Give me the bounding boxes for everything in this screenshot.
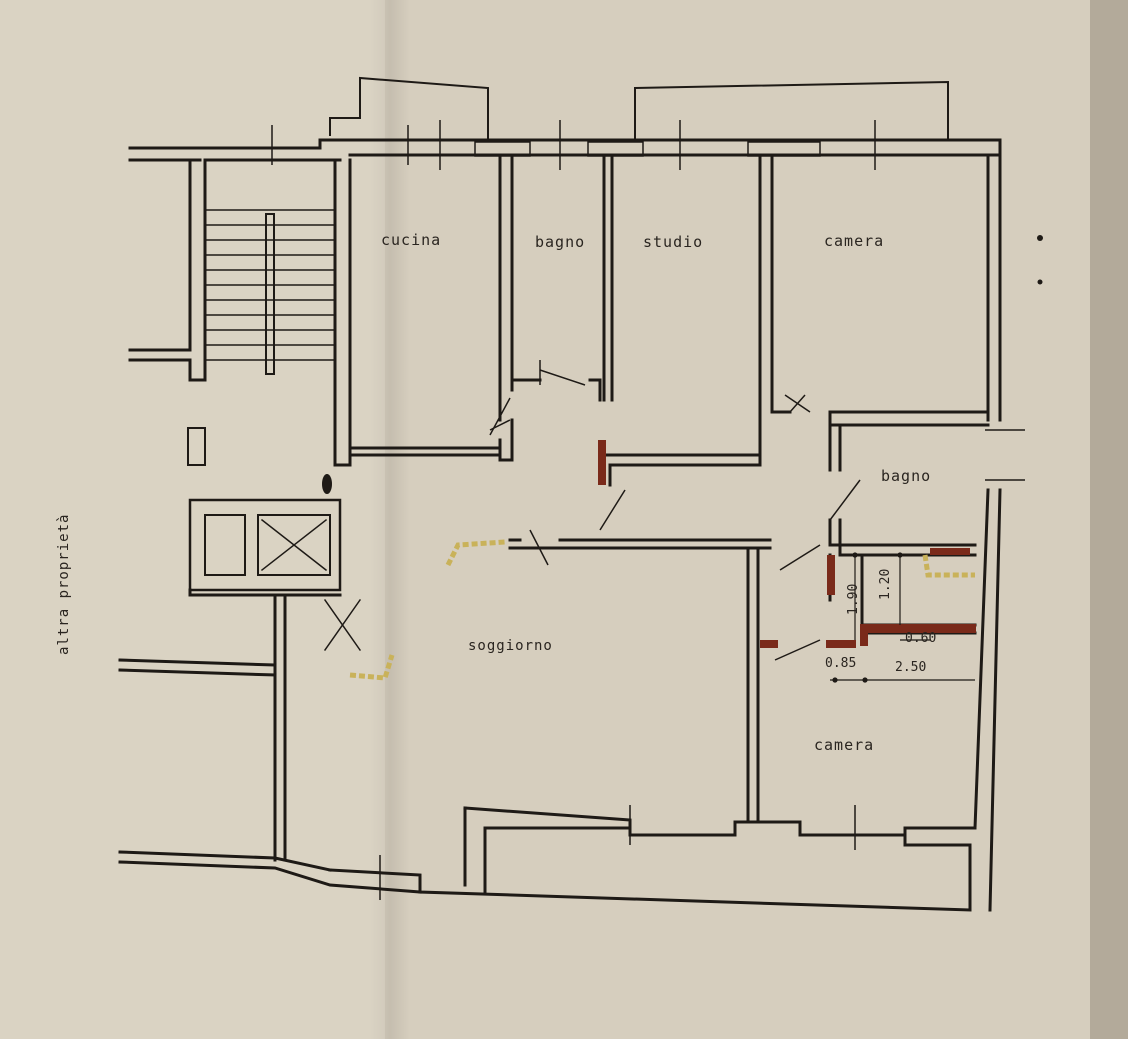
balcony-top-right [634,80,949,141]
wall-right-inner [973,153,990,830]
demolished-walls [349,539,975,681]
dimension-1-90: 1.90 [846,583,861,615]
room-label-studio: studio [643,233,704,251]
soggiorno-wall-right [746,548,760,824]
room-label-cucina: cucina [381,231,442,249]
wall-bottom-ledge [463,806,632,894]
column-1 [187,427,206,466]
dimension-0-85: 0.85 [825,656,857,671]
studio-wall-right [758,153,774,457]
dimension-1-20: 1.20 [878,568,893,600]
windows [271,120,1025,900]
lift-block [188,498,342,592]
dimension-0-60: 0.60 [905,631,937,646]
balcony-top-left [329,76,489,141]
lift-lower [188,588,342,862]
lift-inner [204,514,246,576]
room-label-bagno-1: bagno [535,233,586,251]
wall-bottom-left-inner [118,860,422,894]
stair-treads [205,209,335,375]
stair-wall-left [128,158,342,382]
room-label-camera-2: camera [814,736,875,754]
margin-dot-1 [1037,235,1043,241]
room-label-camera-1: camera [824,232,885,250]
stair-wall-right [333,158,352,467]
cucina-wall-bottom [348,418,514,462]
lift-shaft [257,514,331,576]
door-swings [489,360,861,661]
margin-dot-2 [1037,279,1043,285]
side-note-altra-proprieta: altra proprietà [56,513,72,655]
new-walls [598,440,976,648]
room-label-bagno-2: bagno [881,467,932,485]
wall-top-left [128,138,412,150]
dimension-lines [830,552,975,683]
soggiorno-wall-top [508,538,772,550]
shaft-cross [323,598,362,652]
ink-mark [322,474,332,494]
lift-cross [260,518,328,572]
paper-shadow-right [1090,0,1128,1039]
camera-1-wall-bottom [770,410,990,472]
wall-bottom [328,826,977,912]
paper-fold [370,0,410,1039]
studio-wall-bottom [598,453,762,487]
left-party-wall [118,658,277,677]
dimension-2-50: 2.50 [895,660,927,675]
cucina-wall-right [498,153,514,422]
room-label-soggiorno: soggiorno [468,638,553,654]
bagno-1-walls [510,153,614,402]
wall-right-outer [988,138,1002,912]
